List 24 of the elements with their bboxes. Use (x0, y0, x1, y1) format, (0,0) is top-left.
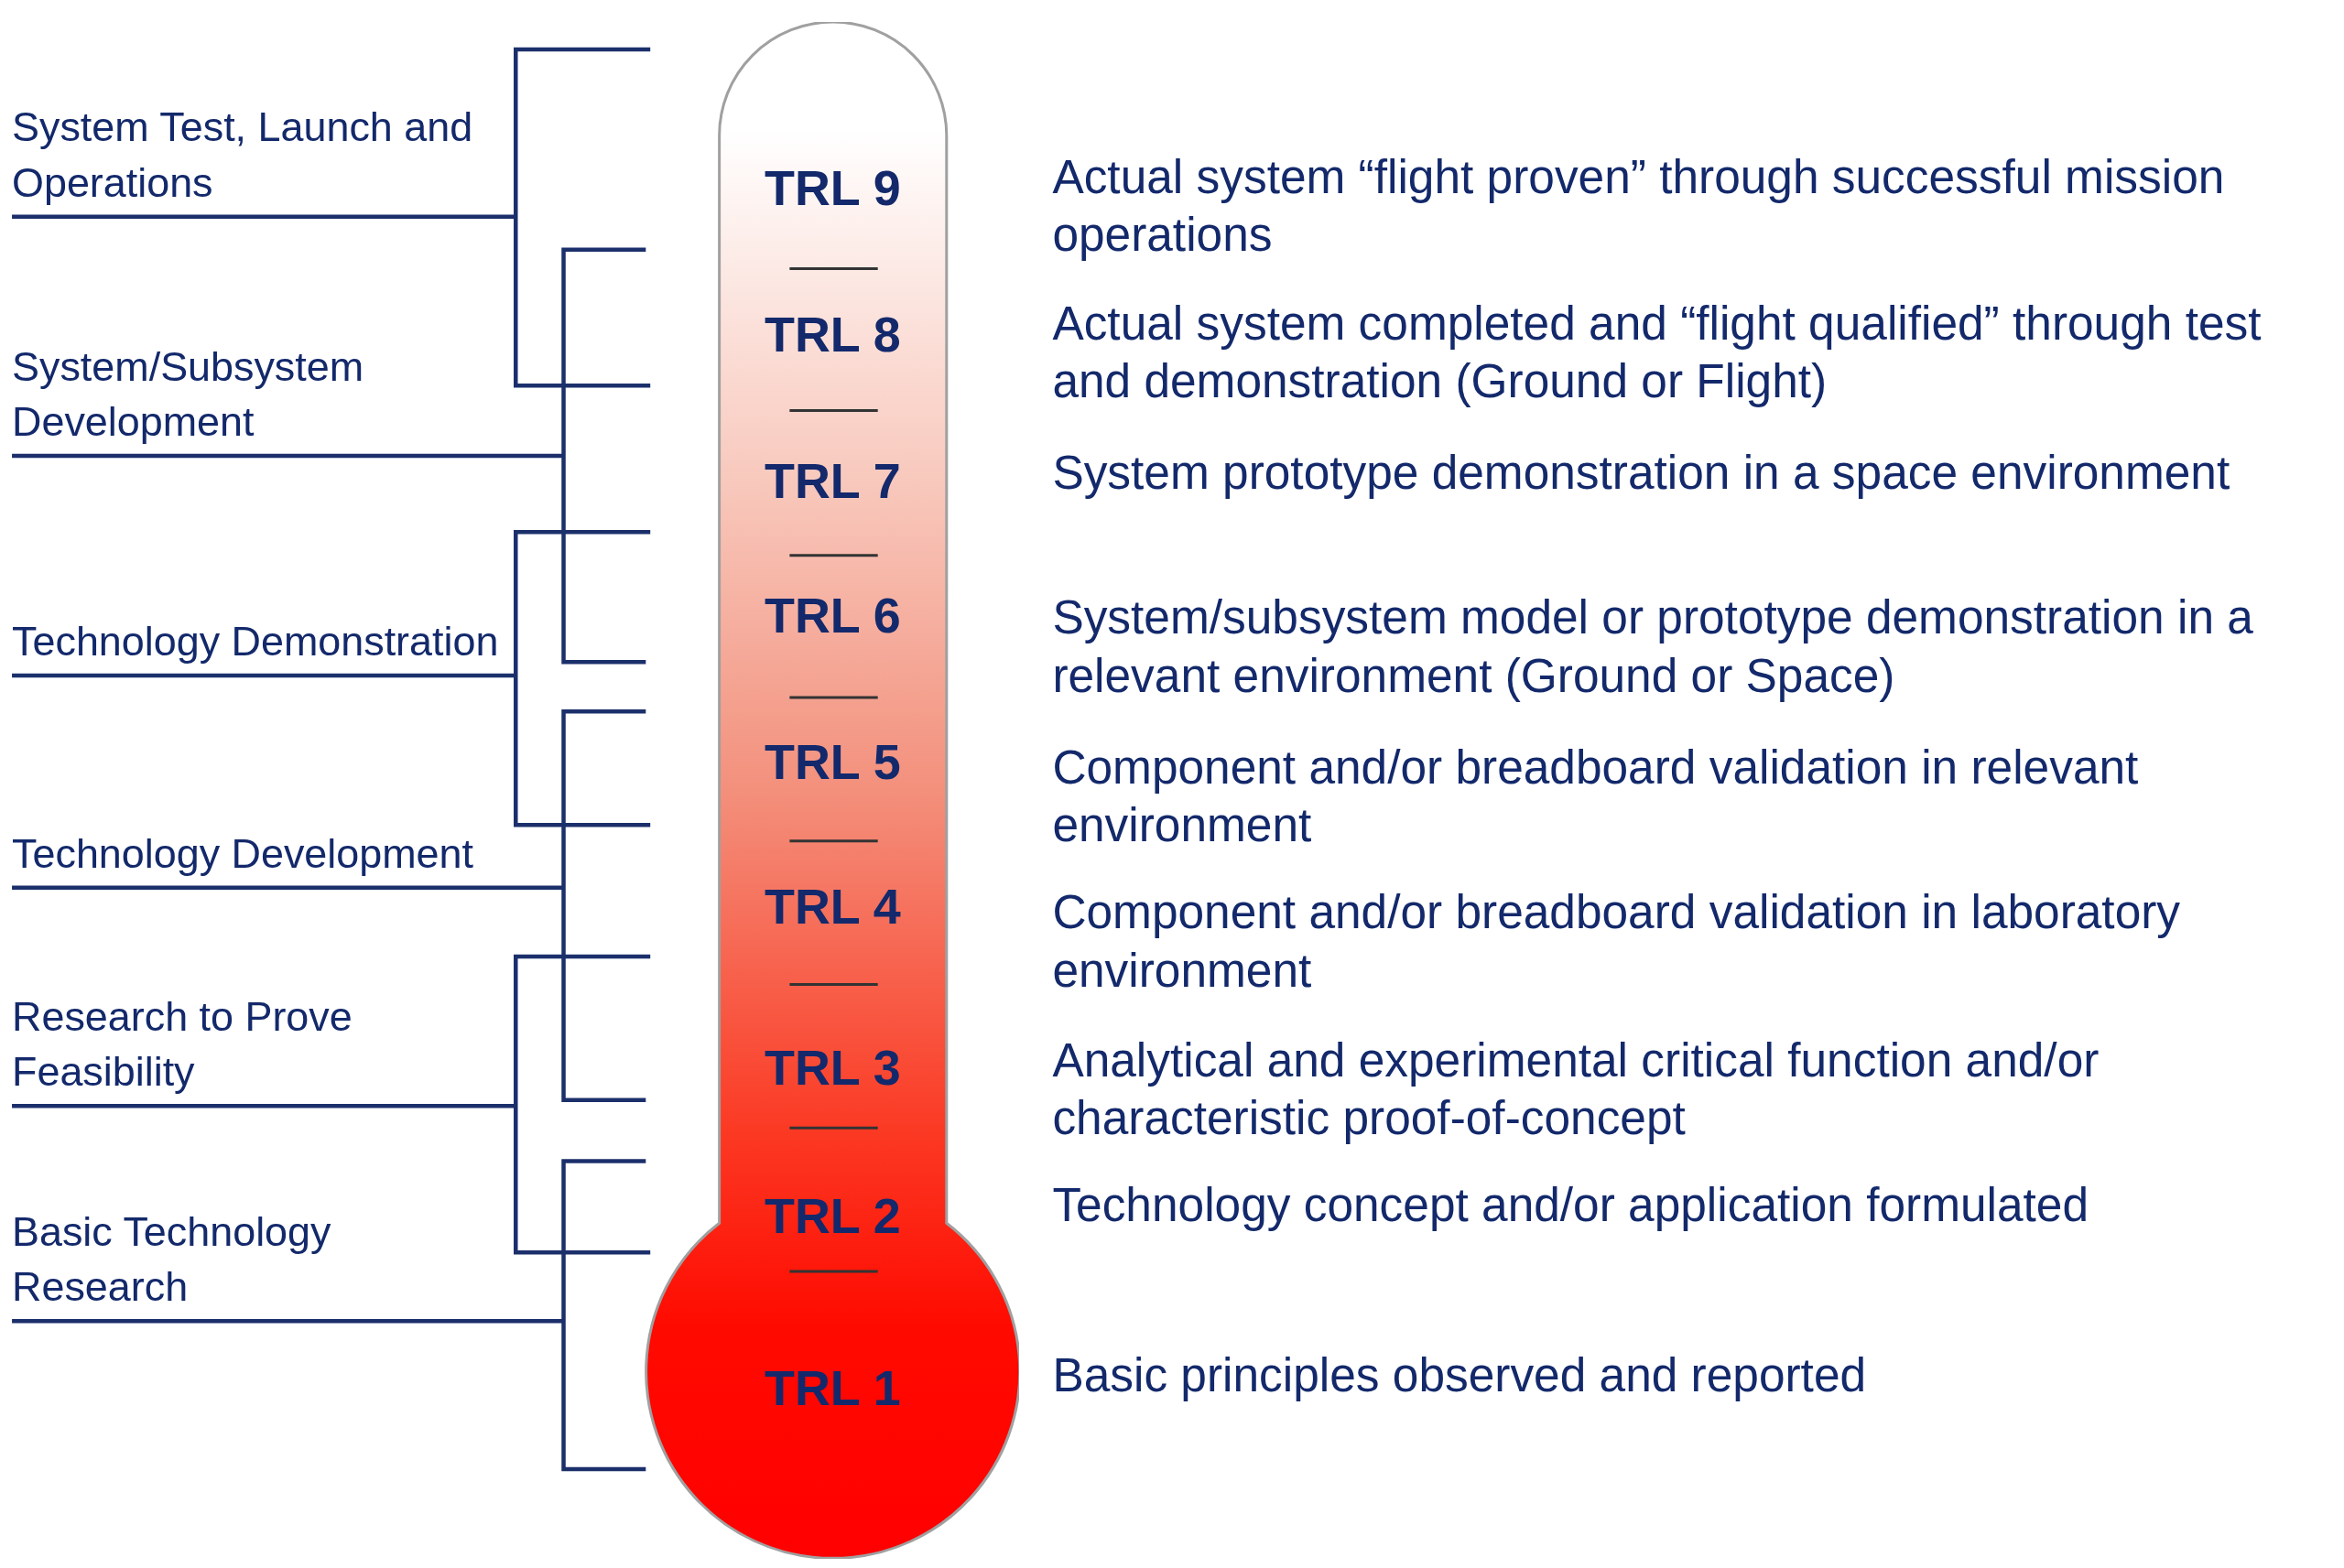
level-description: System/subsystem model or prototype demonstration in a relevant environment (Ground or Space) (1052, 589, 2254, 704)
level-label: TRL 9 (765, 159, 901, 215)
phase-label: Research to Prove Feasibility (12, 991, 353, 1098)
level-description: Basic principles observed and reported (1052, 1347, 1868, 1403)
level-description: Technology concept and/or application formulated (1052, 1176, 2090, 1233)
level-description: System prototype demonstration in a space environment (1052, 444, 2231, 501)
phase-label: Technology Development (12, 828, 473, 879)
level-label: TRL 3 (765, 1040, 901, 1096)
phase-label: System/Subsystem Development (12, 341, 365, 447)
level-description: Analytical and experimental critical function and/or characteristic proof-of-concept (1052, 1032, 2100, 1147)
level-description: Actual system “flight proven” through successful mission operations (1052, 148, 2226, 264)
level-label: TRL 4 (765, 879, 901, 935)
level-label: TRL 5 (765, 733, 901, 789)
phase-label: Basic Technology Research (12, 1206, 332, 1313)
level-description: Actual system completed and “flight qualified” through test and demonstration (Ground or Flight) (1052, 295, 2263, 410)
level-description: Component and/or breadboard validation in laboratory environment (1052, 883, 2182, 999)
level-label: TRL 6 (765, 587, 901, 643)
phase-label: Technology Demonstration (12, 617, 499, 666)
level-label: TRL 7 (765, 452, 901, 508)
level-label: TRL 2 (765, 1188, 901, 1244)
level-label: TRL 8 (765, 306, 901, 362)
level-label: TRL 1 (765, 1359, 901, 1415)
phase-label: System Test, Launch and Operations (12, 103, 474, 208)
level-description: Component and/or breadboard validation in relevant environment (1052, 739, 2140, 854)
